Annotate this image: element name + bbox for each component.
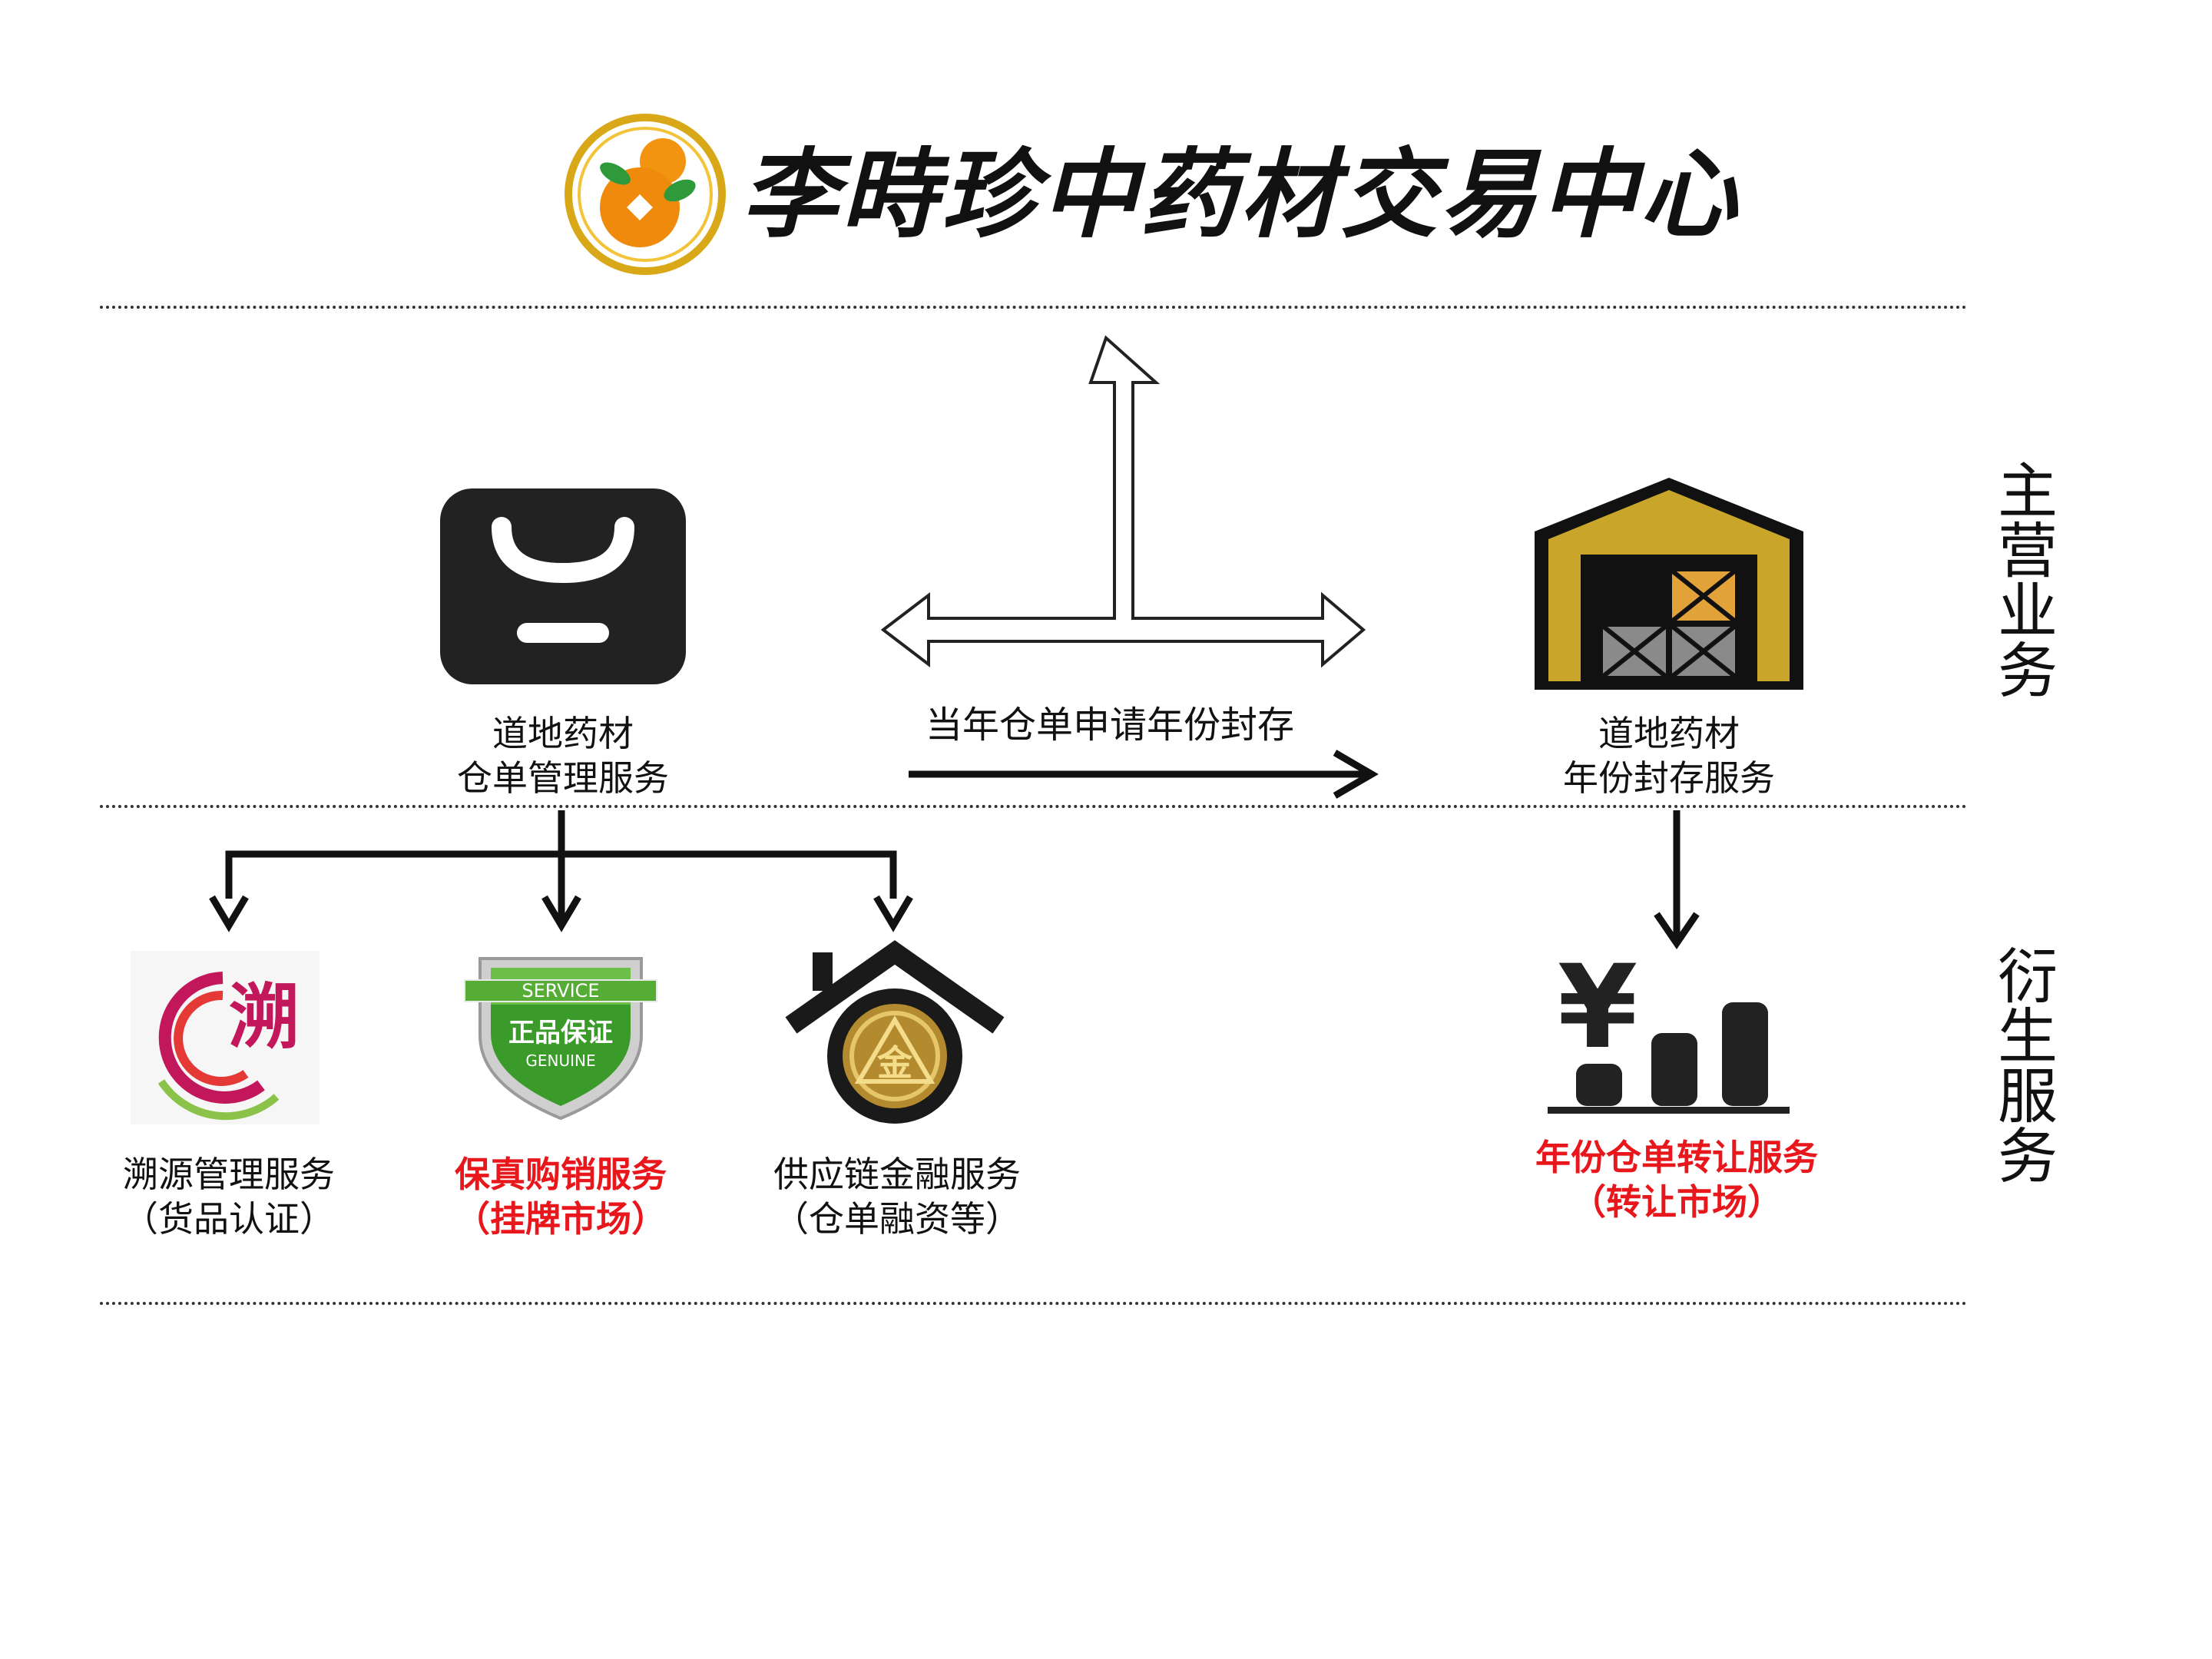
node-year-storage-line2: 年份封存服务 [1563, 757, 1775, 799]
finance-char: 金 [876, 1042, 913, 1084]
finance-house-icon: 金 [785, 940, 1005, 1124]
trace-char: 溯 [229, 976, 300, 1058]
genuine-shield-icon: SERVICE 正品保证 GENUINE [464, 957, 657, 1121]
edge-label: 当年仓单申请年份封存 [926, 704, 1295, 747]
node-traceability-line1: 溯源管理服务 [123, 1154, 335, 1195]
node-authentic-sales-line2: （挂牌市场） [455, 1198, 667, 1240]
divider-bottom [100, 1302, 1968, 1305]
yuan-chart-icon: ¥ [1548, 941, 1790, 1114]
section-label-derived: 衍生服务 [1988, 945, 2057, 1184]
node-transfer-line1: 年份仓单转让服务 [1535, 1137, 1818, 1178]
badge-top-text: SERVICE [522, 980, 599, 1002]
node-warehouse-receipt-line1: 道地药材 [492, 713, 634, 754]
node-supply-finance-line2: （仓单融资等） [773, 1198, 1021, 1240]
section-label-main: 主营业务 [1988, 459, 2057, 699]
divider-top [100, 306, 1968, 309]
badge-bottom-text: GENUINE [525, 1051, 595, 1070]
warehouse-icon [1535, 478, 1803, 690]
yuan-symbol: ¥ [1558, 941, 1637, 1075]
node-traceability-line2: （货品认证） [123, 1198, 335, 1240]
node-year-storage-line1: 道地药材 [1598, 713, 1740, 754]
page-title: 李時珍中药材交易中心 [741, 137, 1740, 251]
badge-mid-text: 正品保证 [508, 1018, 613, 1048]
node-warehouse-receipt-line2: 仓单管理服务 [457, 757, 669, 799]
bag-icon [440, 488, 686, 684]
logo-icon [565, 114, 726, 275]
node-transfer-line2: （转让市场） [1571, 1181, 1783, 1223]
divider-middle [100, 805, 1968, 808]
node-authentic-sales-line1: 保真购销服务 [455, 1154, 667, 1195]
node-supply-finance-line1: 供应链金融服务 [773, 1154, 1021, 1195]
trace-icon: 溯 [131, 951, 320, 1124]
